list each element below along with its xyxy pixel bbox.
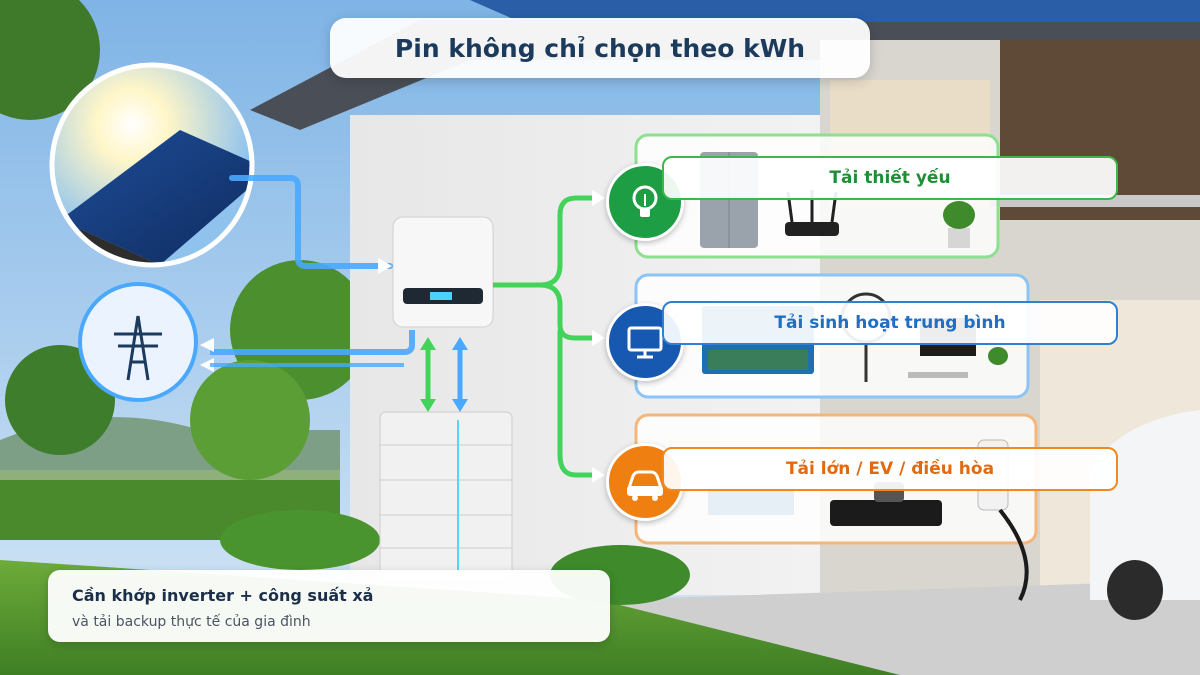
load-label-medium: Tải sinh hoạt trung bình [662,301,1118,345]
load-label-heavy: Tải lớn / EV / điều hòa [662,447,1118,491]
battery-stack [380,412,512,580]
solar-panel-image [52,65,252,265]
note-title: Cần khớp inverter + công suất xả [72,586,374,605]
load-label-essential: Tải thiết yếu [662,156,1118,200]
power-pylon-icon [80,284,196,400]
note-card: Cần khớp inverter + công suất xả và tải … [48,570,610,642]
page-title: Pin không chỉ chọn theo kWh [330,18,870,78]
hybrid-inverter [393,217,493,327]
note-subtitle: và tải backup thực tế của gia đình [72,614,311,630]
